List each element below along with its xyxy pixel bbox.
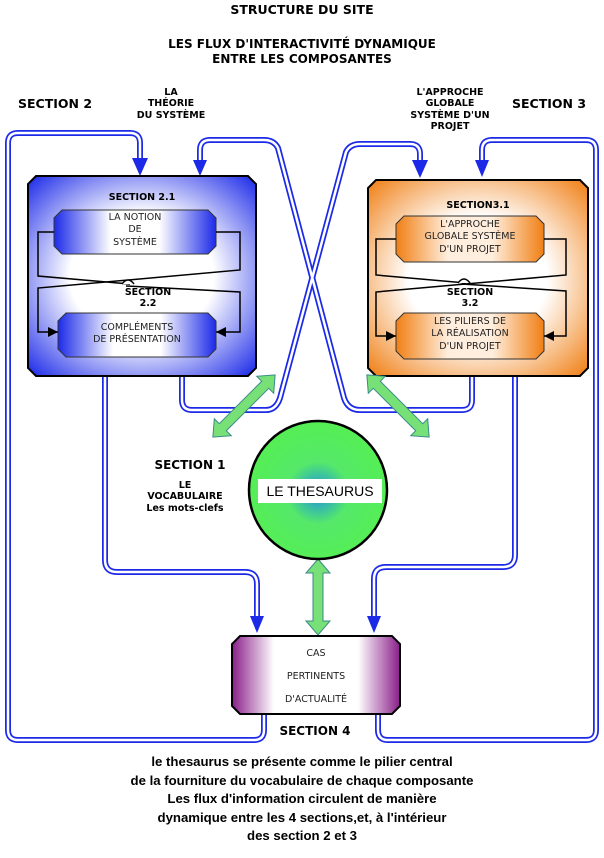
- green-double-arrows: [212, 374, 430, 636]
- green-arrow-section2-thesaurus: [212, 374, 276, 438]
- arrow-into-section4-right: [367, 616, 381, 633]
- diagram-caption: le thesaurus se présente comme le pilier…: [0, 753, 604, 846]
- label-line: 3.2: [461, 297, 479, 309]
- section3-theme-line: SYSTÈME D'UN: [410, 109, 490, 121]
- section3-2-box: [395, 312, 545, 360]
- caption-line: de la fourniture du vocabulaire de chaqu…: [130, 772, 474, 788]
- section3-1-box: [395, 215, 545, 263]
- arrow-into-section2-right: [193, 160, 207, 176]
- diagram-title: STRUCTURE DU SITE: [230, 2, 374, 17]
- section3-1-label: SECTION3.1: [446, 200, 510, 211]
- section2-theme-line: LA: [164, 87, 178, 98]
- green-arrow-thesaurus-section4: [304, 558, 332, 636]
- box-line: GLOBALE SYSTÈME: [424, 231, 516, 243]
- section2-2-box-text[interactable]: COMPLÉMENTS DE PRÉSENTATION: [58, 322, 216, 347]
- box-line: LA NOTION: [108, 212, 162, 223]
- label-line: SECTION: [446, 287, 494, 298]
- section2-theme-line: DU SYSTÈME: [136, 109, 206, 121]
- arrow-into-section2-left: [132, 158, 148, 176]
- box-line: DE PRÉSENTATION: [93, 334, 181, 346]
- section1-theme-line: Les mots-clefs: [146, 502, 224, 514]
- thesaurus-label[interactable]: LE THESAURUS: [258, 479, 382, 503]
- section3-theme-line: PROJET: [430, 121, 470, 133]
- section3-2-box-text[interactable]: LES PILIERS DE LA RÉALISATION D'UN PROJE…: [396, 316, 544, 353]
- arrow-into-section4-left: [250, 616, 264, 633]
- box-line: SYSTÈME: [113, 236, 157, 248]
- section3-theme-line: L'APPROCHE: [416, 87, 484, 98]
- section1-theme: LE VOCABULAIRE Les mots-clefs: [130, 480, 240, 514]
- arrow-into-section3-left: [412, 160, 428, 178]
- section2-theme: LA THÉORIE DU SYSTÈME: [126, 87, 216, 121]
- label-line: 2.2: [139, 297, 157, 309]
- section2-2-box: [57, 312, 217, 358]
- section2-theme-line: THÉORIE: [147, 98, 195, 110]
- caption-line: dynamique entre les 4 sections,et, à l'i…: [157, 809, 447, 825]
- caption-line: le thesaurus se présente comme le pilier…: [151, 754, 453, 769]
- box-line: PERTINENTS: [286, 671, 346, 682]
- section3-label: SECTION 3: [512, 96, 587, 111]
- label-line: SECTION: [124, 287, 172, 298]
- diagram-subtitle-line2: ENTRE LES COMPOSANTES: [212, 52, 392, 66]
- section3-theme: L'APPROCHE GLOBALE SYSTÈME D'UN PROJET: [400, 87, 500, 133]
- section2-1-box: [53, 209, 217, 255]
- section2-container[interactable]: [27, 175, 257, 377]
- box-line: DE: [128, 224, 142, 236]
- section1-theme-line: LE: [178, 480, 192, 491]
- box-line: D'UN PROJET: [439, 340, 501, 352]
- section4-box: [231, 635, 401, 715]
- flow-lines-inner: [6, 131, 598, 742]
- box-line: CAS: [306, 648, 326, 659]
- section2-2-label: SECTION 2.2: [98, 287, 198, 310]
- arrow-into-section3-right: [475, 160, 489, 177]
- caption-line: des section 2 et 3: [247, 828, 357, 843]
- section3-1-box-text[interactable]: L'APPROCHE GLOBALE SYSTÈME D'UN PROJET: [396, 219, 544, 256]
- section3-2-label: SECTION 3.2: [420, 287, 520, 310]
- box-line: D'ACTUALITÉ: [284, 694, 348, 705]
- section2-label: SECTION 2: [18, 96, 93, 111]
- caption-line: Les flux d'information circulent de mani…: [167, 791, 437, 806]
- section4-label: SECTION 4: [279, 724, 351, 738]
- section2-1-box-text[interactable]: LA NOTION DE SYSTÈME: [54, 212, 216, 249]
- section1-label: SECTION 1: [154, 458, 226, 472]
- diagram-subtitle-line1: LES FLUX D'INTERACTIVITÉ DYNAMIQUE: [168, 37, 436, 51]
- box-line: L'APPROCHE: [440, 219, 500, 230]
- section4-box-text[interactable]: CAS PERTINENTS D'ACTUALITÉ: [232, 642, 400, 711]
- green-arrow-section3-thesaurus: [366, 374, 430, 438]
- section3-theme-line: GLOBALE: [425, 98, 475, 110]
- section1-theme-line: VOCABULAIRE: [147, 491, 223, 503]
- box-line: COMPLÉMENTS: [100, 322, 174, 333]
- flow-arrowheads: [132, 158, 489, 633]
- box-line: D'UN PROJET: [439, 243, 501, 255]
- box-line: LES PILIERS DE: [434, 316, 506, 327]
- section3-container[interactable]: [367, 179, 589, 377]
- box-line: LA RÉALISATION: [431, 328, 509, 340]
- section2-1-label: SECTION 2.1: [108, 192, 176, 203]
